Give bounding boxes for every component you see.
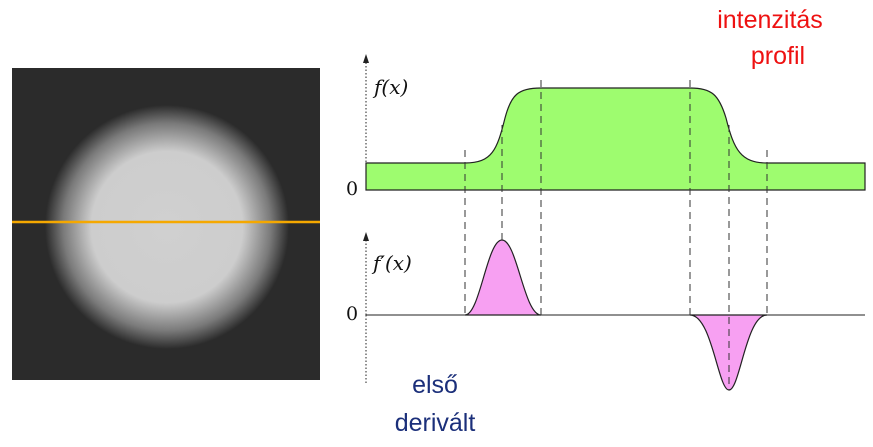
- intensity-caption-line2: profil: [751, 42, 805, 70]
- derivative-caption-line1: első: [412, 371, 458, 399]
- profile-y-label: f(x): [372, 75, 408, 99]
- derivative-positive-lobe: [464, 239, 542, 316]
- intensity-caption-line1: intenzitás: [717, 6, 823, 34]
- derivative-y-arrow: [363, 232, 369, 241]
- derivative-y-label: f′(x): [371, 251, 412, 275]
- derivative-zero-label: 0: [346, 303, 358, 325]
- profile-zero-label: 0: [346, 178, 358, 200]
- derivative-caption-line2: derivált: [395, 409, 476, 437]
- guide-lines: [464, 80, 768, 390]
- profile-plot: f(x) 0: [346, 54, 866, 200]
- derivative-plot: f′(x) 0: [346, 232, 865, 391]
- profile-y-arrow: [363, 54, 369, 63]
- image-panel: [12, 68, 320, 380]
- blurred-disc: [45, 105, 289, 349]
- profile-area: [365, 87, 866, 191]
- captions: intenzitás profil első derivált: [395, 6, 823, 437]
